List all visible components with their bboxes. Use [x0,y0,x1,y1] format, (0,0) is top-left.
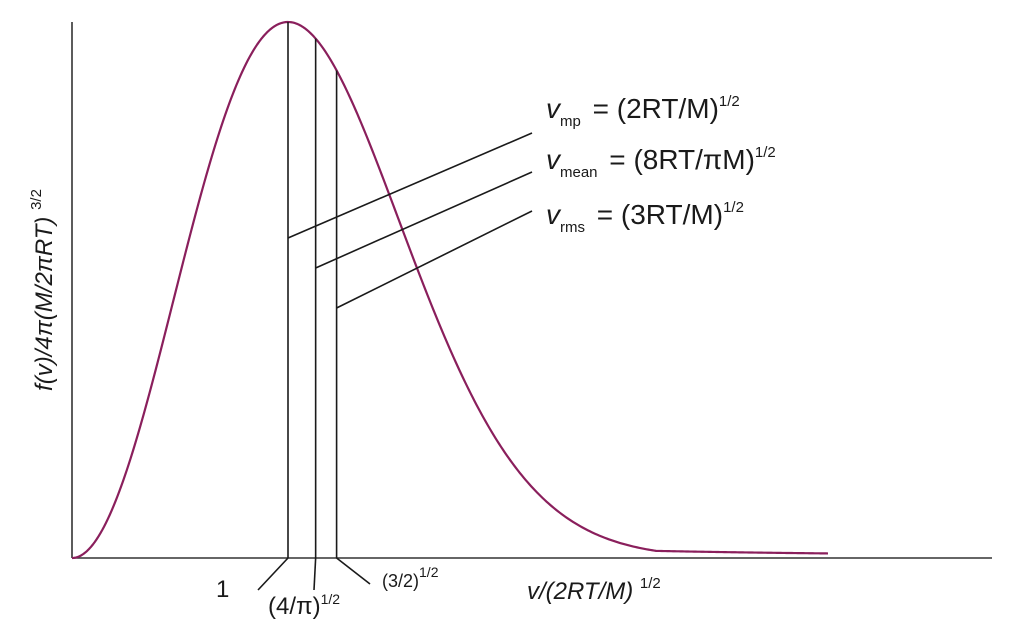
label-sup: 1/2 [719,93,740,110]
label-mean: vmean = (8RT/πM)1/2 [546,144,776,181]
y-axis-label: f(v)/4π(M/2πRT) 3/2 [28,189,58,391]
label-eq: = (8RT/πM) [602,144,755,175]
x-axis-label-main: v/(2RT/M) [527,578,633,605]
tick-leader-rms [336,557,371,585]
label-sup: 1/2 [723,199,744,216]
y-axis-label-sup: 3/2 [28,189,45,210]
axes [71,22,992,559]
label-sup: 1/2 [755,144,776,161]
label-var: v [546,93,562,124]
tick-label-main: 1 [216,576,229,603]
label-var: v [546,199,562,230]
label-eq: = (2RT/M) [585,93,719,124]
tick-leader-mp [257,557,289,591]
label-rms: vrms = (3RT/M)1/2 [546,199,744,236]
distribution-curve [71,20,829,560]
tick-label-mean: (4/π)1/2 [268,591,340,620]
label-eq: = (3RT/M) [589,199,723,230]
y-axis-label-main: f(v)/4π(M/2πRT) [31,217,58,391]
x-axis-label-sup: 1/2 [640,575,661,592]
x-axis-label: v/(2RT/M) 1/2 [527,575,661,605]
leader-line-mean [315,171,533,269]
tick-label-main: (4/π) [268,593,321,620]
tick-label-sup: 1/2 [321,591,341,607]
tick-label-mp: 1 [216,576,229,603]
marker-mp: vmp = (2RT/M)1/21 [216,22,740,603]
tick-label-sup: 1/2 [419,564,439,580]
label-var: v [546,144,562,175]
label-sub: mean [560,164,598,181]
leader-line-mp [287,132,533,239]
marker-rms: vrms = (3RT/M)1/2(3/2)1/2 [335,70,744,591]
tick-leader-mean [313,557,317,591]
label-sub: mp [560,113,581,130]
tick-label-rms: (3/2)1/2 [382,564,439,591]
label-mp: vmp = (2RT/M)1/2 [546,93,740,130]
marker-mean: vmean = (8RT/πM)1/2(4/π)1/2 [268,38,776,620]
tick-label-main: (3/2) [382,571,419,591]
label-sub: rms [560,219,585,236]
leader-line-rms [336,210,533,309]
